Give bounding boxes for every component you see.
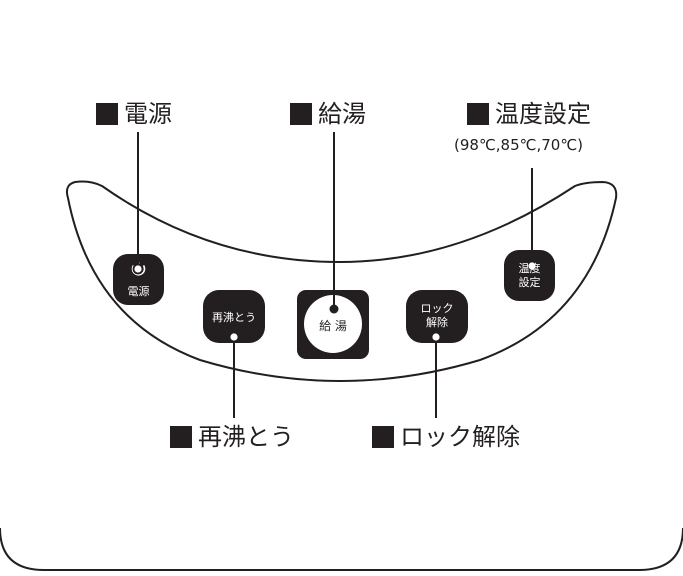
reboil-button[interactable]	[203, 290, 265, 343]
callout-temperature: 温度設定	[467, 101, 591, 127]
reboil-button-label: 再沸とう	[212, 311, 256, 324]
temperature-button-label-line1: 温度	[518, 262, 541, 275]
power-button[interactable]	[113, 254, 164, 305]
callout-hot-water: 給湯	[290, 101, 366, 127]
callout-reboil: 再沸とう	[170, 424, 294, 450]
power-leader-dot	[132, 263, 144, 275]
unlock-button[interactable]	[406, 290, 468, 343]
callout-temperature-label: 温度設定	[495, 100, 591, 128]
square-bullet-icon	[290, 103, 312, 125]
temperature-button[interactable]	[504, 250, 555, 301]
square-bullet-icon	[96, 103, 118, 125]
panel-outline	[65, 180, 618, 382]
reboil-leader-dot	[228, 331, 240, 343]
callout-reboil-label: 再沸とう	[198, 423, 294, 451]
hot-water-button-label: 給 湯	[319, 319, 347, 333]
hot-water-leader-dot	[329, 304, 339, 314]
temperature-button-label-line2: 設定	[518, 276, 541, 289]
square-bullet-icon	[467, 103, 489, 125]
unlock-button-label: ロック 解除	[406, 302, 468, 330]
temperature-leader-dot	[526, 260, 538, 272]
device-body-edge	[0, 527, 683, 571]
temperature-button-label: 温度 設定	[504, 262, 555, 290]
unlock-button-label-line2: 解除	[426, 316, 448, 329]
square-bullet-icon	[372, 426, 394, 448]
callout-unlock: ロック解除	[372, 424, 520, 450]
unlock-leader-dot	[430, 331, 442, 343]
hot-water-button-face	[304, 295, 362, 353]
callout-hot-water-label: 給湯	[318, 100, 366, 128]
callout-unlock-label: ロック解除	[400, 423, 520, 451]
square-bullet-icon	[170, 426, 192, 448]
callout-power: 電源	[96, 101, 172, 127]
callout-power-label: 電源	[124, 100, 172, 128]
callout-temperature-values: (98℃,85℃,70℃)	[454, 136, 584, 154]
unlock-button-label-line1: ロック	[420, 302, 454, 315]
power-button-label: 電源	[127, 285, 150, 298]
